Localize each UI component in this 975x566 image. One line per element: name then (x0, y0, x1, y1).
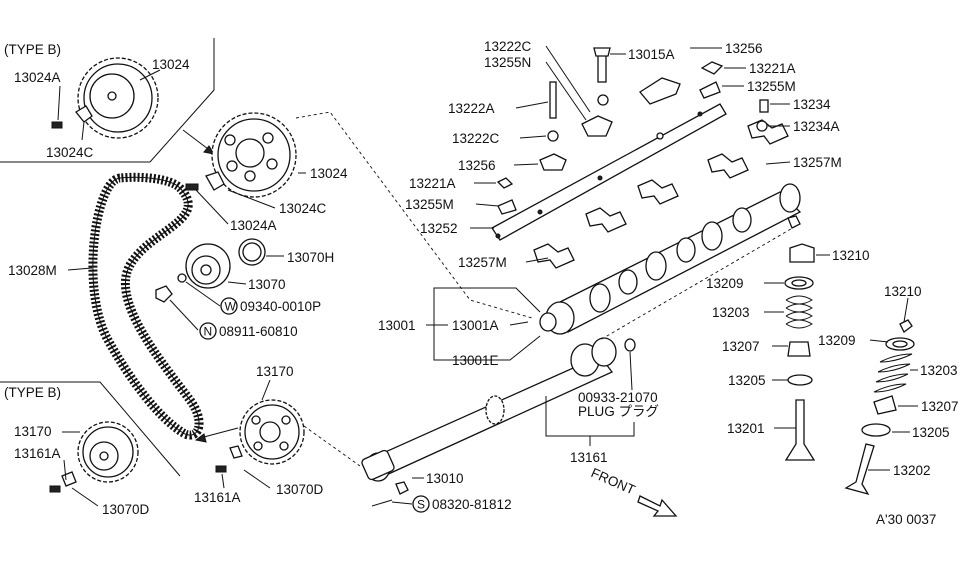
label-13161a-typeb: 13161A (14, 446, 61, 461)
label-13257m-upper: 13257M (793, 155, 842, 170)
label-09340-0010p: 09340-0010P (240, 299, 321, 314)
symbol-n: N (199, 322, 217, 340)
sprocket-13024-typeb (77, 57, 159, 139)
type-b-bottom-box: (TYPE B) 13170 13161A 13070D (0, 381, 181, 517)
valve-assembly-right (844, 319, 915, 496)
label-13203-left: 13203 (712, 305, 750, 320)
label-13255m-upper: 13255M (747, 79, 796, 94)
label-13170-typeb: 13170 (14, 424, 52, 439)
label-13010: 13010 (426, 471, 464, 486)
label-13209-right: 13209 (818, 333, 856, 348)
label-13024c-typeb: 13024C (46, 145, 94, 160)
bracket-13024c (205, 171, 225, 191)
nut-n (155, 285, 173, 303)
bolt-13161a (215, 465, 227, 473)
jackshaft-13161 (361, 337, 636, 482)
washer-w (177, 273, 187, 283)
label-13205-right: 13205 (912, 425, 950, 440)
front-label: FRONT (589, 465, 638, 498)
label-13024: 13024 (310, 166, 348, 181)
key-13070d (229, 445, 243, 459)
label-13210-left: 13210 (832, 248, 870, 263)
key-13070d-typeb (61, 471, 77, 487)
label-13256-upper: 13256 (725, 41, 763, 56)
sprocket-13170 (239, 399, 305, 465)
tensioner-13070 (185, 243, 231, 289)
label-13170: 13170 (256, 364, 294, 379)
rocker-hardware-left (496, 81, 567, 215)
label-00933-21070: 00933-21070 (578, 390, 658, 405)
label-08320-81812: 08320-81812 (432, 497, 512, 512)
arrow-typeb-bottom (194, 427, 239, 443)
label-13001a: 13001A (452, 318, 499, 333)
label-13070d-typeb: 13070D (102, 502, 150, 517)
symbol-w: W (220, 297, 238, 315)
bracket-13024c-typeb (75, 105, 93, 123)
label-13024a: 13024A (230, 218, 277, 233)
label-13024a-typeb: 13024A (14, 70, 61, 85)
label-13210-right: 13210 (884, 284, 922, 299)
label-13205-left: 13205 (728, 373, 766, 388)
sprocket-13024 (211, 112, 297, 198)
label-13001: 13001 (378, 318, 416, 333)
label-13255n: 13255N (484, 55, 531, 70)
front-arrow: FRONT (589, 465, 678, 517)
label-13070h: 13070H (287, 250, 334, 265)
label-13024c: 13024C (279, 201, 327, 216)
label-13222c-lower: 13222C (452, 131, 500, 146)
label-13001e: 13001E (452, 353, 499, 368)
type-b-top-box: (TYPE B) 13024 13024A 13024C (0, 38, 215, 163)
label-13255m-lower: 13255M (405, 197, 454, 212)
label-13203-right: 13203 (920, 363, 958, 378)
bolt-13024a-typeb (51, 121, 63, 129)
spring-13070h (238, 238, 266, 266)
label-13070: 13070 (248, 277, 286, 292)
rocker-hardware-upper (581, 47, 769, 137)
label-13202: 13202 (893, 463, 931, 478)
svg-text:N: N (204, 325, 213, 339)
dash-crank-sprocket (303, 425, 361, 467)
label-08911-60810: 08911-60810 (219, 324, 298, 339)
type-b-top-label: (TYPE B) (4, 42, 61, 57)
type-b-bottom-label: (TYPE B) (4, 385, 61, 400)
label-13209-left: 13209 (706, 276, 744, 291)
arrow-typeb-top (182, 129, 216, 155)
label-13161a: 13161A (194, 490, 241, 505)
label-13222c-upper: 13222C (484, 39, 532, 54)
label-13222a: 13222A (448, 101, 495, 116)
label-13015a: 13015A (628, 47, 675, 62)
symbol-s: S (412, 495, 430, 513)
dash-camshaft-plug (599, 225, 797, 341)
valve-assembly-left (784, 243, 816, 461)
label-13252: 13252 (420, 221, 458, 236)
svg-text:S: S (417, 498, 425, 512)
reference-code: A'30 0037 (876, 512, 936, 527)
label-13221a-lower: 13221A (409, 176, 456, 191)
label-13028m: 13028M (8, 263, 57, 278)
label-13257m-lower: 13257M (458, 255, 507, 270)
label-13234: 13234 (793, 97, 831, 112)
retainer-13010 (395, 481, 409, 495)
label-plug: PLUG プラグ (578, 404, 659, 419)
dash-sprocket-camshaft (295, 111, 533, 319)
camshaft-13001 (539, 183, 802, 335)
bolt-13024a (185, 183, 199, 191)
label-13207-right: 13207 (921, 399, 959, 414)
label-13024-typeb: 13024 (152, 57, 190, 72)
label-13207-left: 13207 (722, 339, 760, 354)
label-13256-lower: 13256 (458, 158, 496, 173)
label-13221a-upper: 13221A (749, 61, 796, 76)
bolt-13161a-typeb (49, 485, 61, 493)
label-13161: 13161 (570, 450, 608, 465)
sprocket-13170-typeb (77, 421, 139, 483)
rocker-shaft-13252 (491, 103, 727, 241)
svg-text:W: W (225, 300, 237, 314)
timing-belt-13028m (88, 172, 204, 440)
label-13201: 13201 (727, 421, 765, 436)
label-13234a: 13234A (793, 119, 840, 134)
label-13070d: 13070D (276, 482, 324, 497)
